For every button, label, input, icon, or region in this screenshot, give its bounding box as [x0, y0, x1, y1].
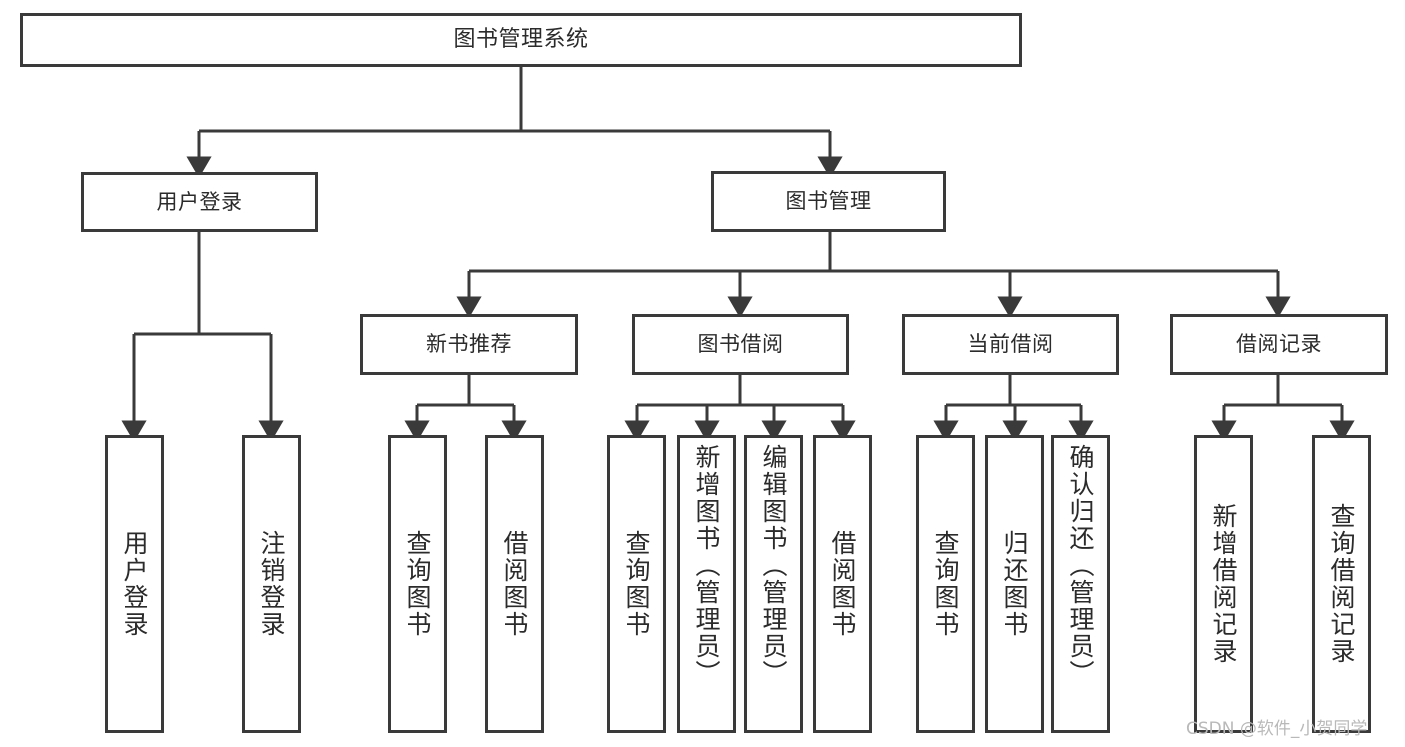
node-book-borrow[interactable]: 图书借阅 — [632, 314, 849, 375]
node-label: 当前借阅 — [967, 332, 1054, 357]
leaf-edit-book-admin[interactable]: 编辑图书（管理员） — [744, 435, 803, 733]
leaf-confirm-return-admin[interactable]: 确认归还（管理员） — [1051, 435, 1110, 733]
node-label: 查询图书 — [931, 530, 960, 638]
leaf-logout-login[interactable]: 注销登录 — [242, 435, 301, 733]
node-label: 图书管理系统 — [453, 27, 589, 53]
node-label: 新书推荐 — [426, 332, 512, 357]
node-label: 新增图书（管理员） — [692, 444, 721, 687]
leaf-query-book-2[interactable]: 查询图书 — [607, 435, 666, 733]
node-label: 编辑图书（管理员） — [759, 444, 788, 687]
node-label: 用户登录 — [156, 189, 243, 214]
node-label: 归还图书 — [1000, 530, 1029, 638]
node-label: 借阅图书 — [500, 530, 529, 638]
node-label: 确认归还（管理员） — [1066, 444, 1095, 687]
csdn-watermark: CSDN @软件_小贺同学 — [1186, 719, 1368, 739]
node-label: 借阅图书 — [828, 530, 857, 638]
node-borrow-record[interactable]: 借阅记录 — [1170, 314, 1388, 375]
leaf-query-borrow-record[interactable]: 查询借阅记录 — [1312, 435, 1371, 733]
leaf-return-book[interactable]: 归还图书 — [985, 435, 1044, 733]
leaf-add-book-admin[interactable]: 新增图书（管理员） — [677, 435, 736, 733]
leaf-query-book-1[interactable]: 查询图书 — [388, 435, 447, 733]
leaf-borrow-book-2[interactable]: 借阅图书 — [813, 435, 872, 733]
node-label: 注销登录 — [257, 530, 286, 638]
node-label: 借阅记录 — [1236, 332, 1322, 357]
node-user-login[interactable]: 用户登录 — [81, 172, 318, 232]
node-label: 查询借阅记录 — [1327, 503, 1356, 665]
leaf-user-login[interactable]: 用户登录 — [105, 435, 164, 733]
node-label: 新增借阅记录 — [1209, 503, 1238, 665]
node-root-system[interactable]: 图书管理系统 — [20, 13, 1022, 67]
leaf-borrow-book-1[interactable]: 借阅图书 — [485, 435, 544, 733]
node-label: 用户登录 — [120, 530, 149, 638]
node-label: 图书管理 — [785, 189, 872, 214]
leaf-query-book-3[interactable]: 查询图书 — [916, 435, 975, 733]
node-new-book-recommend[interactable]: 新书推荐 — [360, 314, 578, 375]
node-current-borrow[interactable]: 当前借阅 — [902, 314, 1119, 375]
node-label: 查询图书 — [622, 530, 651, 638]
leaf-add-borrow-record[interactable]: 新增借阅记录 — [1194, 435, 1253, 733]
node-label: 图书借阅 — [697, 332, 784, 357]
node-book-manage[interactable]: 图书管理 — [711, 171, 946, 232]
node-label: 查询图书 — [403, 530, 432, 638]
